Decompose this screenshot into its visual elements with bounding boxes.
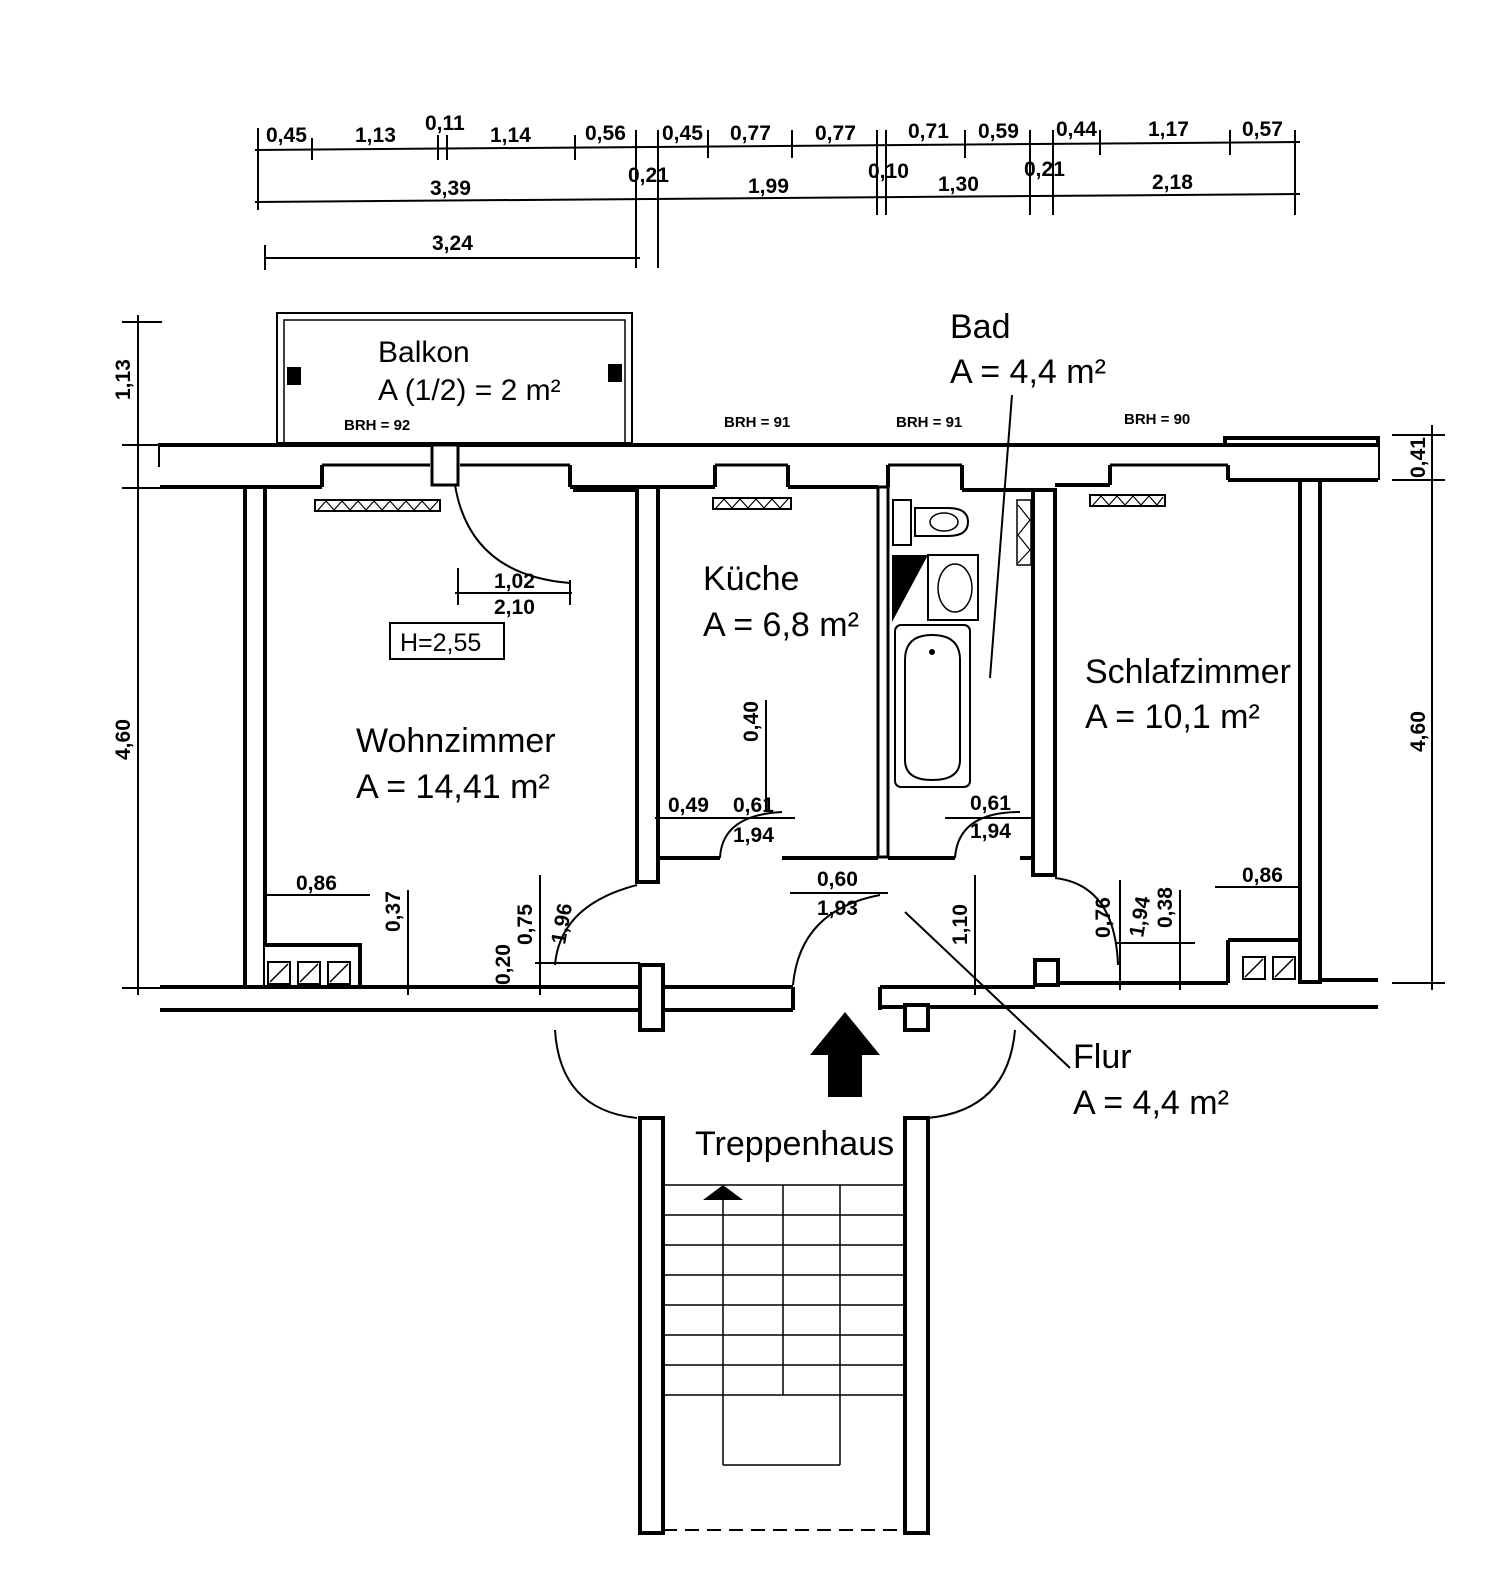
area-balkon: A (1/2) = 2 m²: [378, 374, 561, 407]
area-kueche: A = 6,8 m²: [703, 606, 859, 644]
label-wohnzimmer: Wohnzimmer: [356, 722, 556, 760]
right-dimensions: 0,41 4,60: [1392, 425, 1445, 990]
dim-1-30: 1,30: [938, 173, 979, 196]
dim-1-02: 1,02: [494, 570, 535, 593]
top-dimensions: 0,45 1,13 0,11 1,14 0,56 0,45 0,77 0,77 …: [254, 112, 1301, 270]
dim-0-21b: 0,21: [1024, 158, 1065, 181]
chimneys: [267, 956, 1296, 985]
dim-0-44: 0,44: [1056, 118, 1097, 141]
dim-1-14: 1,14: [490, 124, 531, 147]
brh-bad: BRH = 91: [896, 414, 962, 431]
walls: [158, 436, 1380, 1032]
bathroom-fixtures: [892, 499, 1032, 788]
dim-0-11: 0,11: [425, 112, 465, 135]
area-bad: A = 4,4 m²: [950, 353, 1106, 391]
area-schlafzimmer: A = 10,1 m²: [1085, 698, 1260, 736]
dim-3-39: 3,39: [430, 177, 471, 200]
dim-2-18: 2,18: [1152, 171, 1193, 194]
label-kueche: Küche: [703, 560, 799, 598]
dim-1-94c: 1,94: [1125, 894, 1155, 939]
dim-0-60: 0,60: [817, 868, 858, 891]
dim-0-57: 0,57: [1242, 118, 1283, 141]
radiators: [314, 494, 1166, 512]
dim-0-86a: 0,86: [296, 872, 337, 895]
dim-left-4-60: 4,60: [112, 719, 135, 760]
label-treppenhaus: Treppenhaus: [695, 1125, 894, 1163]
dim-1-10: 1,10: [949, 904, 972, 945]
brh-kueche: BRH = 91: [724, 414, 790, 431]
dim-1-94b: 1,94: [970, 820, 1011, 843]
doors: [454, 484, 1119, 1119]
dim-0-40: 0,40: [740, 701, 763, 742]
area-flur: A = 4,4 m²: [1073, 1084, 1229, 1122]
dim-1-93: 1,93: [817, 897, 858, 920]
dim-0-10: 0,10: [868, 160, 909, 183]
dim-0-21a: 0,21: [628, 164, 669, 187]
dim-right-4-60: 4,60: [1407, 711, 1430, 752]
dim-right-0-41: 0,41: [1407, 437, 1430, 478]
dim-0-76: 0,76: [1092, 897, 1115, 938]
label-schlafzimmer: Schlafzimmer: [1085, 653, 1291, 691]
dim-0-77a: 0,77: [730, 122, 771, 145]
dim-0-20: 0,20: [492, 944, 515, 985]
dim-0-75: 0,75: [514, 904, 537, 945]
dim-2-10: 2,10: [494, 596, 535, 619]
dim-0-45: 0,45: [266, 124, 307, 147]
dim-0-77b: 0,77: [815, 122, 856, 145]
area-wohnzimmer: A = 14,41 m²: [356, 768, 550, 806]
brh-wohnzimmer: BRH = 92: [344, 417, 410, 434]
dim-1-94a: 1,94: [733, 824, 774, 847]
dim-3-24: 3,24: [432, 232, 473, 255]
dim-0-45b: 0,45: [662, 122, 703, 145]
dim-1-99: 1,99: [748, 175, 789, 198]
label-bad: Bad: [950, 308, 1011, 346]
dim-0-86b: 0,86: [1242, 864, 1283, 887]
dim-0-61b: 0,61: [970, 792, 1011, 815]
stairwell: [638, 1116, 930, 1535]
label-balkon: Balkon: [378, 336, 470, 369]
dim-left-1-13: 1,13: [112, 359, 135, 400]
left-dimensions: 1,13 4,60: [112, 315, 162, 995]
brh-schlafzimmer: BRH = 90: [1124, 411, 1190, 428]
label-flur: Flur: [1073, 1038, 1132, 1076]
dim-0-37: 0,37: [382, 891, 405, 932]
dim-0-49: 0,49: [668, 794, 709, 817]
dim-1-13: 1,13: [355, 124, 396, 147]
ceiling-height: H=2,55: [400, 629, 481, 657]
dim-0-61a: 0,61: [733, 794, 774, 817]
dim-0-56: 0,56: [585, 122, 626, 145]
entrance-arrow-icon: [810, 1012, 880, 1097]
dim-1-17: 1,17: [1148, 118, 1189, 141]
dim-0-38: 0,38: [1154, 887, 1177, 928]
dim-0-71: 0,71: [908, 120, 949, 143]
dim-0-59: 0,59: [978, 120, 1019, 143]
dim-1-96: 1,96: [547, 902, 577, 946]
balcony: [276, 312, 633, 444]
